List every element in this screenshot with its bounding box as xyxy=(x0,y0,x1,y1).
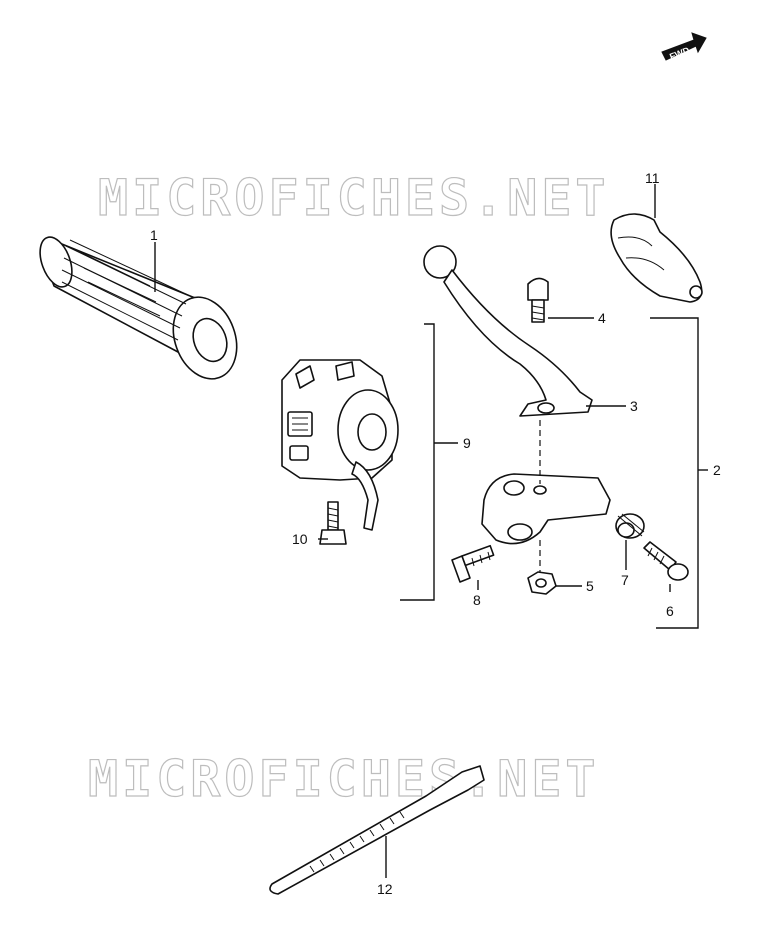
callout-12: 12 xyxy=(377,881,393,897)
fwd-arrow-icon: FWD xyxy=(661,32,707,62)
watermark-bottom: MICROFICHES.NET xyxy=(88,750,600,808)
cable-tie-part xyxy=(269,765,485,895)
fwd-arrow-label: FWD xyxy=(668,45,691,62)
leader-lines xyxy=(154,184,708,878)
callout-6: 6 xyxy=(666,603,674,619)
adjuster-knob-part xyxy=(615,513,645,539)
lever-part xyxy=(423,245,593,417)
screw-10-part xyxy=(319,501,347,545)
callout-11: 11 xyxy=(645,170,660,186)
callout-8: 8 xyxy=(473,592,481,608)
bolt-8-part xyxy=(451,544,495,583)
callout-3: 3 xyxy=(630,398,638,414)
callout-2: 2 xyxy=(713,462,721,478)
callout-1: 1 xyxy=(150,227,158,243)
callout-10: 10 xyxy=(292,531,308,547)
grip-part xyxy=(39,236,238,380)
lever-bracket-part xyxy=(481,473,611,545)
pivot-bolt-part xyxy=(527,277,549,323)
nut-part xyxy=(527,571,557,595)
callout-9: 9 xyxy=(463,435,471,451)
callout-7: 7 xyxy=(621,572,629,588)
callout-5: 5 xyxy=(586,578,594,594)
callout-4: 4 xyxy=(598,310,606,326)
lever-cover-part xyxy=(610,213,703,303)
watermark-top: MICROFICHES.NET xyxy=(98,169,610,227)
switch-housing-part xyxy=(281,359,399,531)
adjuster-screw-part xyxy=(643,541,689,581)
